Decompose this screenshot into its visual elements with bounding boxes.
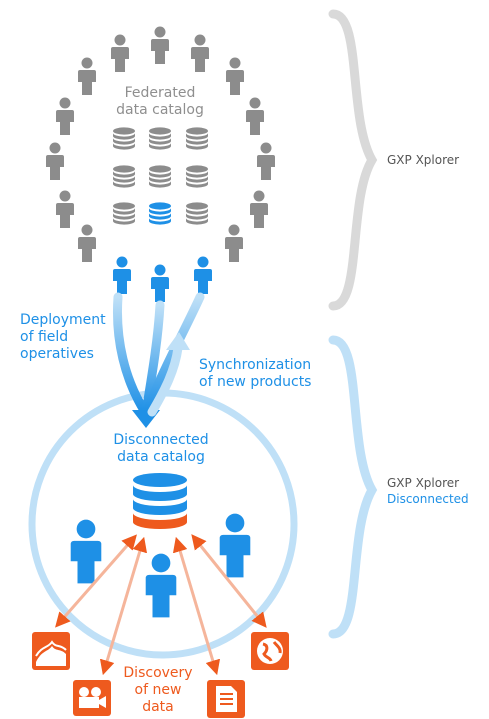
gxp-xplorer-label: GXP Xplorer bbox=[387, 153, 460, 167]
person-icon bbox=[56, 97, 74, 135]
person-icon bbox=[151, 26, 169, 64]
person-icon bbox=[226, 57, 244, 95]
person-icon bbox=[257, 142, 275, 180]
synchronization-arrow bbox=[147, 332, 190, 417]
document-icon bbox=[207, 680, 245, 718]
deployment-label: Deployment of field operatives bbox=[20, 312, 106, 363]
person-icon bbox=[78, 224, 96, 262]
person-icon bbox=[250, 190, 268, 228]
gxp-xplorer-brace bbox=[328, 9, 378, 311]
discovery-label-line1: Discovery bbox=[123, 665, 193, 681]
federated-catalog-label: Federated data catalog bbox=[100, 85, 220, 119]
discovery-label-line3: data bbox=[142, 699, 174, 715]
database-icon bbox=[113, 202, 135, 225]
person-icon bbox=[145, 553, 177, 618]
deployment-label-line2: of field bbox=[20, 329, 69, 345]
person-icon bbox=[194, 256, 212, 294]
discovery-arrows bbox=[55, 534, 267, 676]
database-icon bbox=[113, 165, 135, 188]
globe-icon bbox=[251, 632, 289, 670]
person-icon bbox=[113, 256, 131, 294]
deployment-label-line3: operatives bbox=[20, 346, 94, 362]
person-icon bbox=[219, 513, 251, 578]
video-camera-icon bbox=[73, 680, 111, 716]
person-icon bbox=[78, 57, 96, 95]
gxp-disconnected-line2: Disconnected bbox=[387, 492, 469, 506]
disconnected-catalog-label: Disconnected data catalog bbox=[96, 432, 226, 466]
terrain-icon bbox=[32, 632, 70, 670]
sync-label-line2: of new products bbox=[199, 374, 312, 390]
person-icon bbox=[56, 190, 74, 228]
federated-label-line2: data catalog bbox=[116, 102, 204, 118]
person-icon bbox=[46, 142, 64, 180]
database-icon bbox=[149, 127, 171, 150]
person-icon bbox=[151, 264, 169, 302]
person-icon bbox=[191, 34, 209, 72]
federated-database-grid bbox=[113, 127, 208, 225]
sync-label-line1: Synchronization bbox=[199, 357, 312, 373]
database-icon bbox=[186, 165, 208, 188]
database-icon bbox=[149, 165, 171, 188]
disconnected-label-line2: data catalog bbox=[117, 449, 205, 465]
discovery-label-line2: of new bbox=[134, 682, 182, 698]
person-icon bbox=[111, 34, 129, 72]
person-icon bbox=[246, 97, 264, 135]
federated-label-line1: Federated bbox=[124, 85, 196, 101]
database-icon bbox=[186, 202, 208, 225]
gxp-disconnected-label: GXP Xplorer Disconnected bbox=[387, 475, 469, 507]
disconnected-users bbox=[70, 513, 251, 618]
database-icon bbox=[186, 127, 208, 150]
database-icon bbox=[113, 127, 135, 150]
database-icon bbox=[149, 202, 171, 225]
disconnected-database bbox=[133, 473, 187, 529]
gxp-disconnected-line1: GXP Xplorer bbox=[387, 476, 460, 490]
synchronization-label: Synchronization of new products bbox=[199, 357, 311, 391]
person-icon bbox=[70, 519, 102, 584]
gxp-disconnected-brace bbox=[328, 335, 378, 639]
deployment-label-line1: Deployment bbox=[20, 312, 106, 328]
discovery-label: Discovery of new data bbox=[118, 665, 198, 716]
disconnected-label-line1: Disconnected bbox=[113, 432, 209, 448]
person-icon bbox=[225, 224, 243, 262]
